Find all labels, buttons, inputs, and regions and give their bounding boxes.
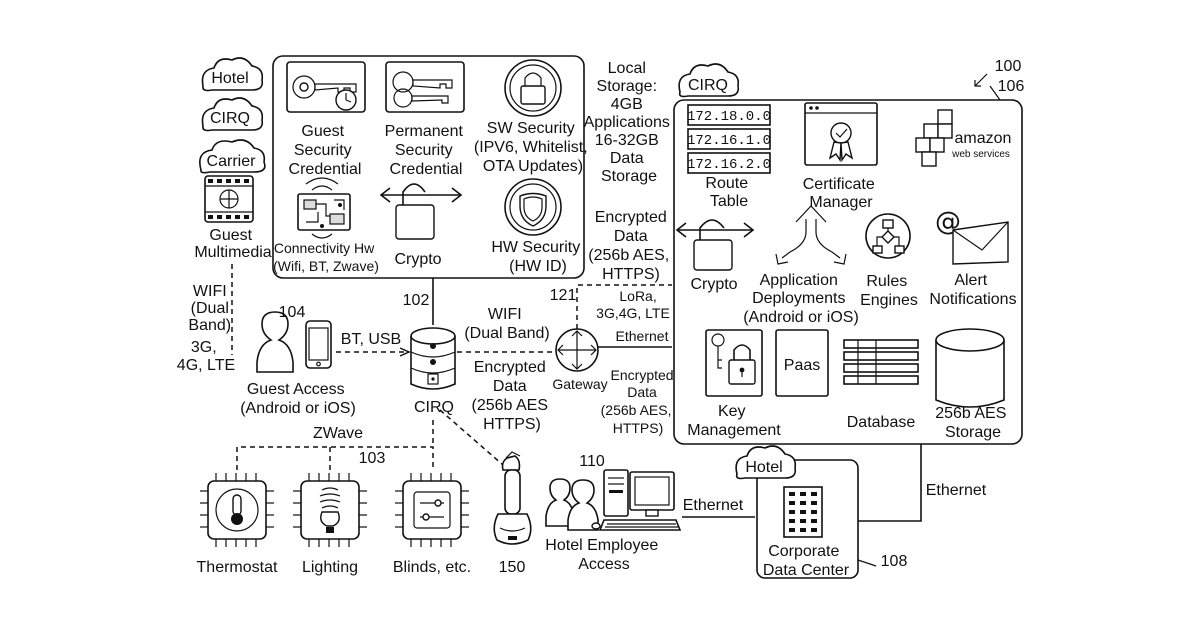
workstation-icon <box>592 470 680 530</box>
door-lock-icon <box>494 452 531 544</box>
certificate-icon <box>805 103 877 165</box>
route-table: 172.18.0.0 172.16.1.0 172.16.2.0 <box>687 105 771 173</box>
ref-108: 108 <box>881 553 908 570</box>
shield-icon <box>505 179 561 235</box>
zwave-label: ZWave <box>313 425 363 442</box>
encrypted-gw-label: Encrypted Data (256b AES, HTTPS) <box>601 367 678 436</box>
permanent-credential-label: Permanent Security Credential <box>385 123 468 178</box>
cloud-cirq-right: CIRQ <box>679 64 738 97</box>
blinds-chip-icon <box>395 473 469 547</box>
route-ip-2: 172.16.1.0 <box>687 133 771 149</box>
cloud-carrier-label: Carrier <box>207 153 257 170</box>
office-building-icon <box>784 487 822 537</box>
gateway-label: Gateway <box>552 376 607 392</box>
encrypted-top-label: Encrypted Data (256b AES, HTTPS) <box>588 209 673 283</box>
key-lock-icon <box>706 330 762 396</box>
crypto-label: Crypto <box>394 251 441 268</box>
key-clock-icon <box>287 62 365 112</box>
ethernet-emp-label: Ethernet <box>683 497 744 514</box>
route-ip-3: 172.16.2.0 <box>687 157 771 173</box>
aws-label: web services <box>951 149 1010 160</box>
cloud-cirq-label: CIRQ <box>210 110 250 127</box>
encrypted-mid-label: Encrypted Data (256b AES HTTPS) <box>472 359 553 433</box>
ref-121: 121 <box>550 287 577 304</box>
amazon-label: amazon <box>955 130 1012 147</box>
cloud-cirq-right-label: CIRQ <box>688 77 728 94</box>
blinds-label: Blinds, etc. <box>393 559 471 576</box>
app-deploy-label: Application Deployments (Android or iOS) <box>743 272 859 326</box>
cloud-hotel-dc: Hotel <box>736 446 795 479</box>
cloud-cirq-left: CIRQ <box>202 98 262 131</box>
storage-cylinder-icon <box>936 329 1004 407</box>
flowchart-icon <box>866 214 910 258</box>
keys-icon <box>386 62 464 112</box>
database-label: Database <box>847 414 916 431</box>
smartphone-icon <box>306 321 331 368</box>
cert-manager-label: Certificate Manager <box>803 176 879 211</box>
cloud-crypto-label: Crypto <box>690 276 737 293</box>
wifi-mid-label: WIFI (Dual Band) <box>464 306 549 342</box>
cirq-hub-label: CIRQ <box>414 399 454 416</box>
sw-security-label: SW Security (IPV6, Whitelist, OTA Update… <box>474 120 592 175</box>
guest-access-label: Guest Access (Android or iOS) <box>240 381 356 417</box>
ref-150: 150 <box>499 559 526 576</box>
lighting-label: Lighting <box>302 559 358 576</box>
ethernet-dc-label: Ethernet <box>926 482 987 499</box>
wifi-left-label: WIFI (Dual Band) 3G, 4G, LTE <box>177 283 236 374</box>
cloud-hotel-dc-label: Hotel <box>745 459 782 476</box>
ethernet-gw-label: Ethernet <box>616 328 669 344</box>
local-storage-label: Local Storage: 4GB Applications 16-32GB … <box>584 60 675 185</box>
ref-102: 102 <box>403 292 430 309</box>
thermostat-chip-icon <box>200 473 274 547</box>
route-table-label: Route Table <box>705 175 752 210</box>
guest-multimedia-label: Guest Multimedia <box>194 227 271 261</box>
hotel-employee-label: Hotel Employee Access <box>545 537 662 573</box>
cloud-hotel-label: Hotel <box>211 70 248 87</box>
cloud-carrier: Carrier <box>200 140 265 173</box>
route-ip-1: 172.18.0.0 <box>687 109 771 125</box>
cirq-hub-icon <box>411 328 455 389</box>
ref-100: 100 <box>995 58 1022 75</box>
connector-dc-cloud <box>858 444 921 521</box>
padlock-circle-icon <box>505 60 561 116</box>
people-icon <box>546 479 598 530</box>
ref-106: 106 <box>998 78 1025 95</box>
paas-label: Paas <box>784 357 820 374</box>
film-icon <box>205 176 253 222</box>
person-icon <box>257 312 293 372</box>
zwave-bus <box>237 447 433 470</box>
bt-usb-label: BT, USB <box>341 331 401 348</box>
lora-label: LoRa, 3G,4G, LTE <box>596 288 670 321</box>
leader-100 <box>975 74 987 86</box>
gateway-router-icon <box>556 329 598 371</box>
ref-110: 110 <box>579 453 605 470</box>
cloud-hotel-top: Hotel <box>202 58 262 91</box>
lighting-chip-icon <box>293 473 367 547</box>
thermostat-label: Thermostat <box>197 559 278 576</box>
ref-103: 103 <box>359 450 386 467</box>
leader-108 <box>858 560 876 566</box>
ref-104: 104 <box>279 304 306 321</box>
